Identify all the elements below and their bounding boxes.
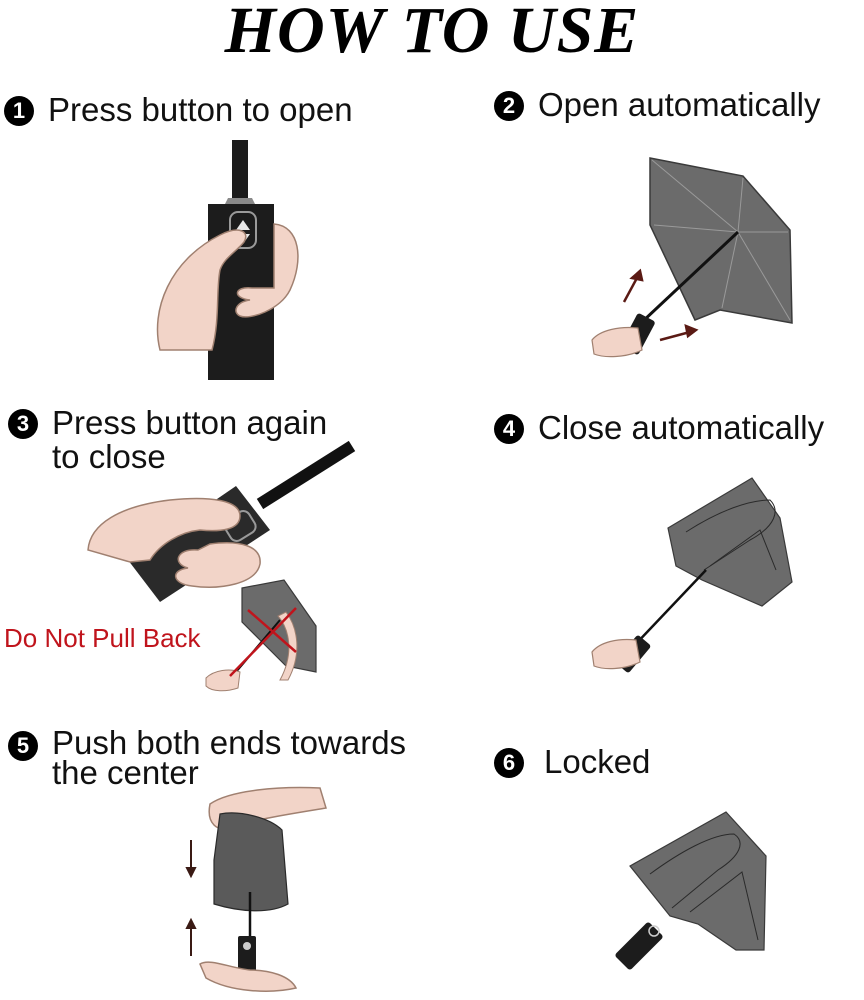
- step-number-badge: 6: [494, 748, 524, 778]
- open-canopy: [649, 157, 793, 324]
- step-5-heading: 5 Push both ends towards the center: [8, 724, 407, 791]
- page-title: HOW TO USE: [224, 0, 640, 67]
- umbrella-shaft: [631, 569, 707, 649]
- step-label: Locked: [544, 743, 651, 780]
- step-number-badge: 4: [494, 414, 524, 444]
- step-label: Push both ends towards the center: [52, 724, 407, 791]
- umbrella-handle: [615, 922, 663, 970]
- step-label: Open automatically: [538, 86, 821, 123]
- right-arrow-icon: [659, 330, 691, 342]
- step-number-badge: 2: [494, 91, 524, 121]
- step-label: Press button again to close: [52, 404, 328, 475]
- step-3-heading: 3 Press button again to close: [8, 406, 327, 474]
- bottom-hand: [199, 961, 298, 992]
- folded-canopy: [213, 812, 289, 912]
- press-button-close-illustration: [87, 440, 356, 692]
- hand: [87, 497, 241, 563]
- step-number-badge: 1: [4, 96, 34, 126]
- small-hand: [205, 669, 241, 692]
- step-label: Press button to open: [48, 91, 353, 128]
- fingers: [235, 223, 299, 318]
- locked-umbrella-illustration: [615, 811, 767, 970]
- hand: [591, 638, 641, 670]
- up-arrow-icon: [622, 275, 640, 303]
- push-ends-illustration: [185, 786, 327, 992]
- step-6-heading: 6 Locked: [494, 745, 650, 779]
- umbrella-shaft: [640, 230, 740, 324]
- step-label: Close automatically: [538, 409, 825, 446]
- prohibited-cross-icon: [229, 607, 297, 677]
- fingers: [175, 542, 261, 588]
- step-1-heading: 1 Press button to open: [4, 93, 353, 127]
- hand: [591, 326, 643, 358]
- do-not-pull-back-warning: Do Not Pull Back: [4, 623, 201, 653]
- step-4-heading: 4 Close automatically: [494, 411, 824, 445]
- lock-button-icon: [648, 925, 660, 937]
- open-automatically-illustration: [591, 157, 793, 358]
- close-automatically-illustration: [591, 477, 793, 673]
- open-button-icon: [229, 211, 257, 249]
- hand: [156, 229, 247, 351]
- closing-canopy: [667, 477, 793, 607]
- umbrella-shaft: [256, 440, 356, 510]
- step-2-heading: 2 Open automatically: [494, 88, 820, 122]
- folded-canopy: [629, 811, 767, 951]
- press-button-open-illustration: [156, 140, 299, 380]
- step-number-badge: 3: [8, 409, 38, 439]
- step-number-badge: 5: [8, 731, 38, 761]
- umbrella-handle: [238, 936, 256, 972]
- umbrella-shaft: [232, 140, 248, 200]
